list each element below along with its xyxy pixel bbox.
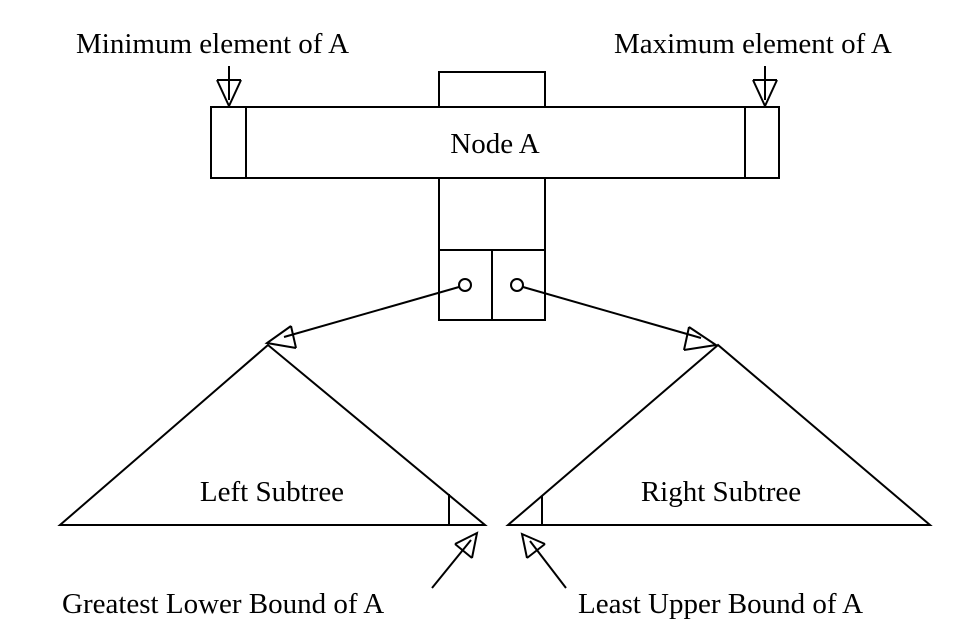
glb-arrow — [431, 531, 479, 589]
node-top-cap — [438, 71, 546, 109]
node-a-box — [210, 106, 780, 179]
left-subtree-triangle — [57, 343, 488, 526]
right-subtree-label: Right Subtree — [641, 476, 801, 508]
node-a-label: Node A — [450, 128, 539, 160]
left-pointer-dot — [458, 278, 472, 292]
right-pointer-dot — [510, 278, 524, 292]
lub-arrow — [520, 532, 567, 589]
lub-label: Least Upper Bound of A — [578, 588, 863, 620]
right-child-pointer-arrow — [522, 286, 719, 351]
node-a-structure — [210, 71, 780, 321]
left-subtree-label: Left Subtree — [200, 476, 344, 508]
right-subtree-triangle — [505, 343, 933, 526]
max-element-arrow — [752, 66, 778, 109]
max-element-label: Maximum element of A — [614, 28, 892, 60]
min-element-label: Minimum element of A — [76, 28, 349, 60]
left-child-pointer-arrow — [264, 286, 460, 349]
glb-label: Greatest Lower Bound of A — [62, 588, 384, 620]
min-element-arrow — [216, 66, 242, 109]
